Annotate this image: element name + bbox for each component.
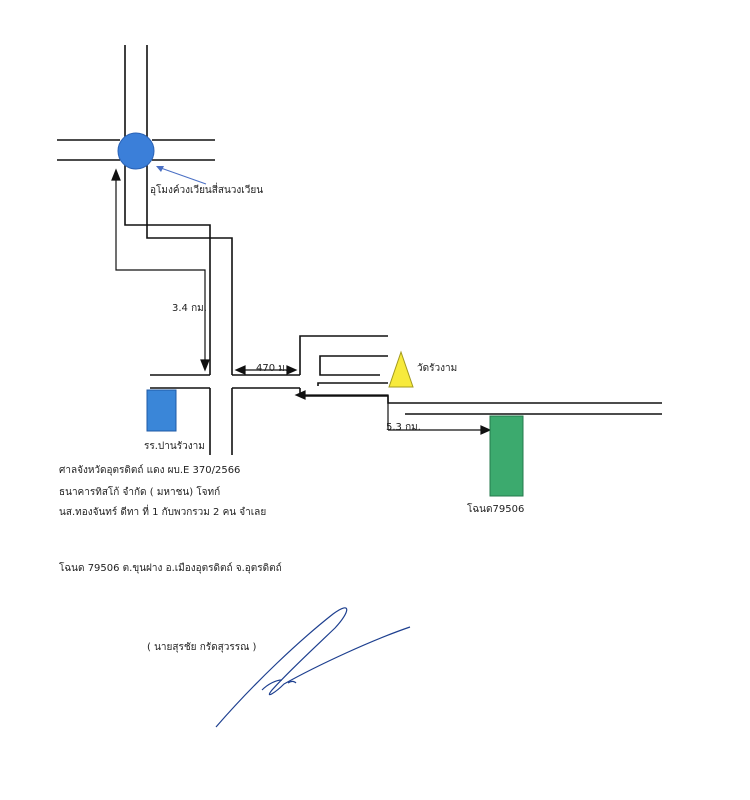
title-deed-line: โฉนด 79506 ต.ขุนฝาง อ.เมืองอุตรดิตถ์ จ.อ… — [59, 563, 282, 574]
parcel-label: โฉนด79506 — [467, 504, 525, 515]
distance-east-label: 470 ม. — [256, 363, 289, 374]
plaintiff-line: ธนาคารทิสโก้ จำกัด ( มหาชน) โจทก์ — [59, 487, 221, 498]
signer-name: ( นายสุรชัย กรัดสุวรรณ ) — [147, 642, 257, 653]
roundabout-marker — [117, 132, 155, 170]
school-label: รร.ปานรัวงาม — [144, 441, 205, 452]
distance-north-label: 3.4 กม. — [172, 303, 207, 314]
defendant-line: นส.ทองจันทร์ ดีทา ที่ 1 กับพวกรวม 2 คน จ… — [59, 507, 267, 518]
temple-marker — [388, 350, 414, 388]
roundabout-pointer-head — [156, 166, 164, 172]
signature-drawing — [215, 607, 411, 728]
roundabout-label: อุโมงค์วงเวียนสี่สนวงเวียน — [150, 185, 264, 196]
roads — [57, 45, 662, 455]
distance-parcel-label: 5.3 กม. — [386, 422, 421, 433]
school-marker — [146, 389, 177, 432]
temple-label: วัดรัวงาม — [417, 363, 458, 374]
route-arrows — [111, 168, 492, 435]
court-case-line: ศาลจังหวัดอุตรดิตถ์ แดง ผบ.E 370/2566 — [59, 465, 241, 476]
parcel-marker — [489, 415, 524, 497]
roundabout-pointer — [157, 166, 207, 185]
